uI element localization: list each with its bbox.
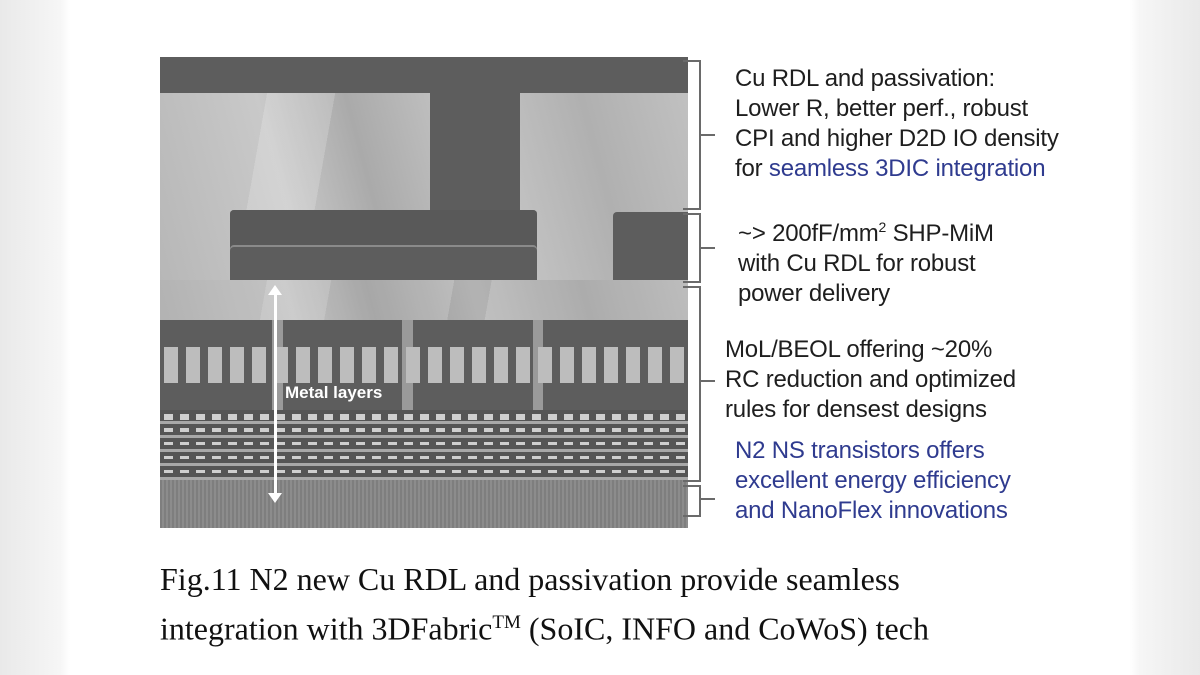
annotation-highlight: seamless 3DIC integration (768, 155, 1046, 182)
bracket-transistors (683, 485, 701, 517)
passivation-layer (160, 57, 688, 93)
annotation-line: CPI and higher D2D IO density (735, 125, 1059, 152)
transistor-layer (160, 480, 688, 528)
annotation-line: ~> 200fF/mm2 SHP-MiM (738, 212, 994, 249)
annotation-beol: MoL/BEOL offering ~20% RC reduction and … (725, 335, 1016, 425)
annotation-mim: ~> 200fF/mm2 SHP-MiM with Cu RDL for rob… (738, 212, 994, 309)
annotation-line: RC reduction and optimized (725, 366, 1016, 393)
double-arrow-icon (268, 285, 282, 503)
rdl-via-pillar (430, 87, 520, 217)
thick-metal-layer (160, 320, 688, 410)
mim-capacitor-plate (230, 210, 537, 280)
thin-metal-layers (160, 410, 688, 480)
annotation-line: with Cu RDL for robust (738, 250, 976, 277)
superscript: 2 (878, 219, 887, 235)
cross-section-micrograph: Metal layers (160, 57, 688, 528)
annotation-line: for seamless 3DIC integration (735, 154, 1059, 184)
annotation-rdl: Cu RDL and passivation: Lower R, better … (735, 64, 1059, 184)
annotation-line: rules for densest designs (725, 396, 987, 423)
annotation-line: and NanoFlex innovations (735, 497, 1008, 524)
upper-dielectric (160, 280, 688, 320)
bracket-tick (701, 247, 715, 249)
annotation-line: N2 NS transistors offers (735, 437, 985, 464)
annotation-line: excellent energy efficiency (735, 467, 1011, 494)
caption-line: integration with 3DFabricTM (SoIC, INFO … (160, 601, 929, 651)
metal-layers-label: Metal layers (285, 383, 383, 402)
bracket-rdl (683, 60, 701, 210)
trademark: TM (492, 612, 521, 633)
annotation-transistors: N2 NS transistors offers excellent energ… (735, 436, 1011, 526)
annotation-text: for (735, 155, 769, 182)
caption-line: Fig.11 N2 new Cu RDL and passivation pro… (160, 561, 900, 597)
bracket-beol (683, 286, 701, 482)
caption-text: integration with 3DFabric (160, 610, 493, 647)
bracket-tick (701, 498, 715, 500)
figure-caption: Fig.11 N2 new Cu RDL and passivation pro… (160, 558, 929, 651)
bracket-tick (701, 134, 715, 136)
annotation-text: SHP-MiM (886, 220, 994, 247)
caption-text: (SoIC, INFO and CoWoS) tech (520, 610, 929, 647)
annotation-line: Lower R, better perf., robust (735, 95, 1029, 122)
mim-capacitor-plate-right (613, 212, 688, 280)
bracket-tick (701, 380, 715, 382)
annotation-text: ~> 200fF/mm (738, 220, 879, 247)
annotation-line: Cu RDL and passivation: (735, 65, 995, 92)
annotation-line: power delivery (738, 280, 890, 307)
annotation-line: MoL/BEOL offering ~20% (725, 336, 993, 363)
bracket-mim (683, 213, 701, 283)
